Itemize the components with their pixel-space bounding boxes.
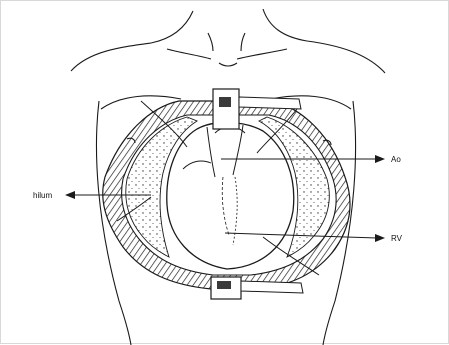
retractor-top-latch (219, 97, 231, 107)
heart-outline (167, 122, 294, 269)
clavicle-right (237, 49, 287, 59)
neck-left (71, 11, 193, 71)
retractor-bottom-arm (241, 281, 303, 293)
hilum-arrowhead (65, 191, 75, 199)
retractor-top-bar (213, 89, 239, 129)
sternal-notch (219, 63, 237, 66)
rv-arrowhead (375, 234, 385, 242)
rv-label: RV (391, 234, 403, 243)
heart (167, 122, 294, 269)
retractor-bottom-latch (217, 281, 231, 289)
ao-label: Ao (391, 155, 401, 164)
retractor-top-arm (239, 97, 301, 109)
hilum-label: hilum (33, 191, 52, 200)
clavicle-left (167, 49, 211, 59)
neck-mark-left (208, 33, 213, 51)
ao-arrowhead (375, 155, 385, 163)
neck-right (263, 9, 385, 73)
neck-mark-right (241, 33, 245, 51)
